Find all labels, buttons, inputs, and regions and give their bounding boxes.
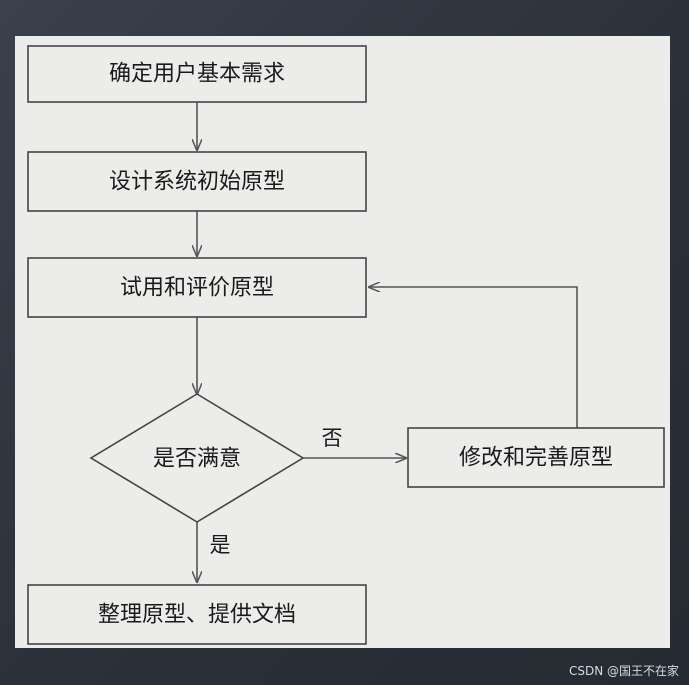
node-finalize-label: 整理原型、提供文档 (98, 603, 296, 628)
node-initial-prototype: 设计系统初始原型 (27, 151, 367, 212)
node-satisfied-decision: 是否满意 (89, 393, 305, 523)
node-satisfied-decision-label: 是否满意 (153, 447, 241, 472)
edge-label-yes: 是 (210, 533, 231, 557)
node-trial-evaluate: 试用和评价原型 (27, 257, 367, 318)
node-requirements-label: 确定用户基本需求 (109, 62, 285, 87)
node-initial-prototype-label: 设计系统初始原型 (109, 170, 285, 195)
node-modify-improve-label: 修改和完善原型 (459, 446, 613, 471)
diagram-paper (15, 36, 670, 648)
node-finalize: 整理原型、提供文档 (27, 584, 367, 645)
edge-modify-loop-to-trial (369, 287, 578, 428)
watermark: CSDN @国王不在家 (568, 664, 679, 678)
node-modify-improve: 修改和完善原型 (407, 427, 665, 488)
node-requirements: 确定用户基本需求 (27, 45, 367, 103)
node-trial-evaluate-label: 试用和评价原型 (120, 276, 274, 301)
edge-label-no: 否 (322, 426, 343, 450)
